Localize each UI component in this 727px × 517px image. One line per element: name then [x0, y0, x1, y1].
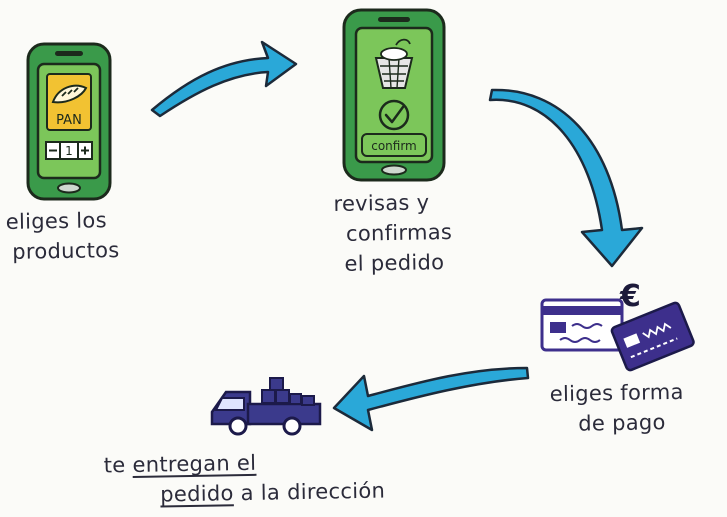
confirm-button: confirm — [361, 133, 427, 157]
caption-word: a la dirección — [240, 478, 386, 506]
caption-line: pedido a la dirección — [160, 476, 385, 510]
bread-label: PAN — [56, 113, 82, 128]
basket-icon — [374, 38, 414, 89]
quantity-value: 1 — [65, 144, 73, 158]
caption-line: eliges los — [5, 208, 108, 234]
caption-line: eliges forma — [549, 379, 684, 407]
euro-icon: € — [619, 279, 641, 314]
caption-line: revisas y — [333, 190, 430, 217]
confirm-label: confirm — [371, 139, 417, 153]
caption-line: te entregan el — [103, 446, 384, 481]
cards-icon — [540, 298, 695, 372]
caption-underlined: entregan el — [132, 450, 257, 477]
arrow-icon — [332, 366, 530, 432]
check-icon — [378, 99, 410, 131]
quantity-stepper: 1 — [45, 141, 93, 160]
truck-icon — [210, 377, 322, 436]
caption-choose-products: eliges los productos — [5, 205, 120, 267]
bread-icon: PAN — [46, 73, 92, 131]
caption-line: productos — [12, 238, 120, 264]
caption-delivery: te entregan el pedido a la dirección — [103, 446, 386, 511]
caption-underlined: pedido — [160, 481, 234, 507]
caption-line: de pago — [578, 410, 666, 436]
arrow-icon — [488, 88, 644, 268]
arrow-icon — [150, 40, 298, 118]
caption-line: confirmas — [345, 219, 453, 246]
caption-review-confirm: revisas y confirmas el pedido — [333, 187, 453, 279]
caption-payment: eliges forma de pago — [549, 377, 684, 439]
caption-line: el pedido — [344, 250, 445, 276]
caption-word: te — [103, 453, 126, 478]
